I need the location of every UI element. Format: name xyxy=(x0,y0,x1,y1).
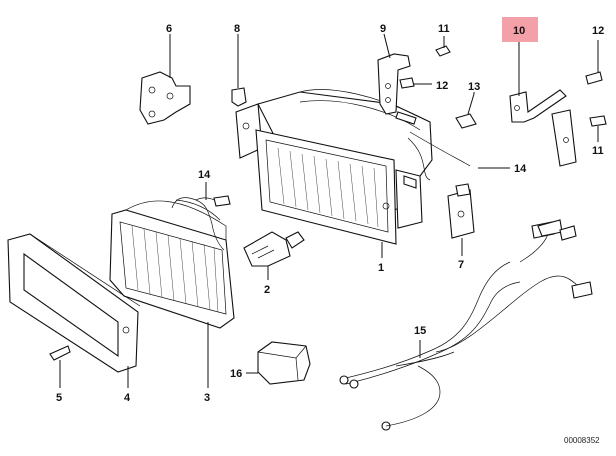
bracket-10 xyxy=(509,40,607,167)
callout-6: 6 xyxy=(166,23,172,35)
callout-13: 13 xyxy=(468,81,480,93)
callout-3: 3 xyxy=(204,392,210,404)
highlight-box xyxy=(502,17,538,42)
callout-7: 7 xyxy=(458,259,464,271)
diagram-code: 00008352 xyxy=(564,436,600,445)
callout-1: 1 xyxy=(378,262,384,274)
relay-16 xyxy=(246,341,311,385)
callout-5: 5 xyxy=(56,392,62,404)
wiring-harness-15 xyxy=(339,219,593,431)
callout-11-right: 11 xyxy=(592,145,604,157)
wire-14-left xyxy=(171,182,231,251)
callout-14-right: 14 xyxy=(514,163,527,175)
callout-12-right: 12 xyxy=(592,25,604,37)
callout-14-left: 14 xyxy=(198,169,211,181)
bulb-2 xyxy=(243,231,305,280)
bracket-6 xyxy=(139,34,191,125)
callout-9: 9 xyxy=(380,23,386,35)
callout-16: 16 xyxy=(230,368,242,380)
callout-11-top: 11 xyxy=(438,23,450,35)
callout-4: 4 xyxy=(124,392,131,404)
callout-10: 10 xyxy=(513,25,525,37)
connector-13 xyxy=(455,93,477,129)
callout-12-mid: 12 xyxy=(436,80,448,92)
clip-7 xyxy=(447,183,475,256)
callout-8: 8 xyxy=(234,23,240,35)
frame-4 xyxy=(7,233,141,388)
clip-8 xyxy=(231,34,247,107)
reflector-3 xyxy=(109,199,235,388)
bracket-9 xyxy=(377,33,451,115)
fog-light-housing xyxy=(235,89,471,245)
callout-15: 15 xyxy=(414,325,426,337)
screw-5 xyxy=(49,345,71,388)
callout-2: 2 xyxy=(264,284,270,296)
